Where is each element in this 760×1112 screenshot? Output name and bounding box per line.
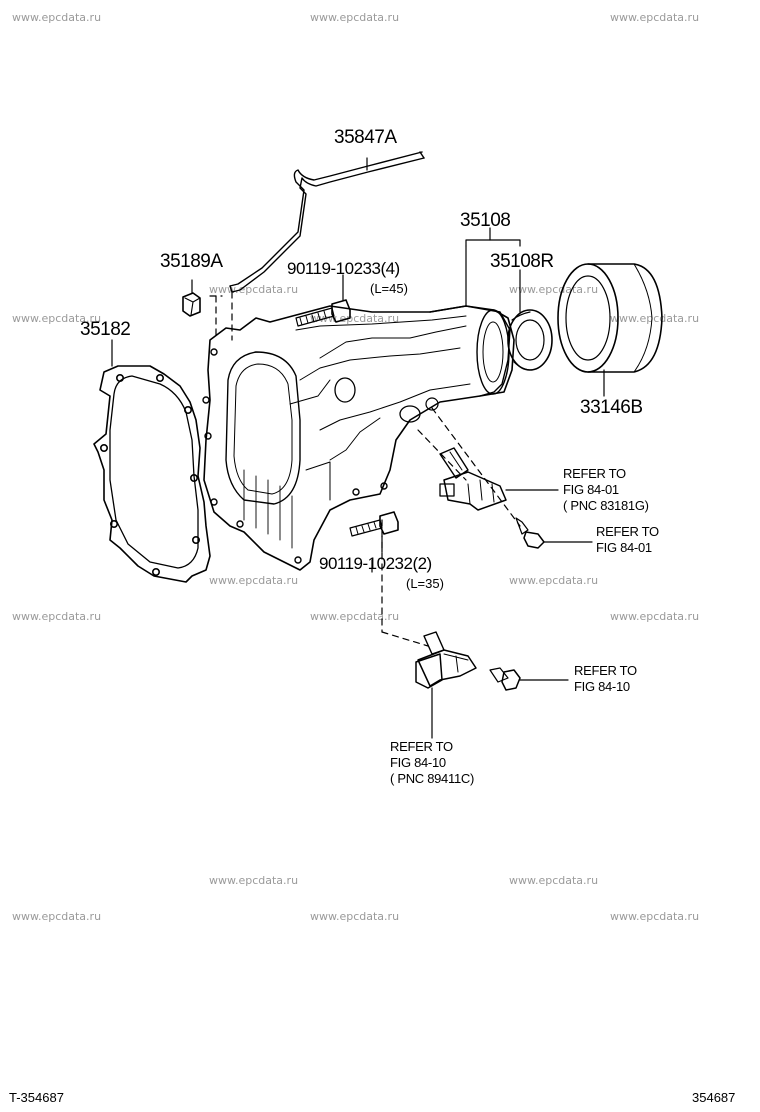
bolt-lower-sensor — [489, 667, 569, 691]
watermark: www.epcdata.ru — [610, 312, 700, 325]
refer-line: REFER TO — [596, 524, 659, 539]
speed-sensor-upper — [439, 447, 559, 511]
watermark: www.epcdata.ru — [310, 11, 400, 24]
watermark: www.epcdata.ru — [310, 910, 400, 923]
part-label-35108R: 35108R — [490, 251, 554, 272]
refer-line: REFER TO — [390, 739, 453, 754]
part-label-35847A: 35847A — [334, 127, 397, 148]
extension-housing — [202, 227, 521, 571]
refer-line: FIG 84-10 — [390, 755, 446, 770]
part-label-35182: 35182 — [80, 319, 131, 340]
watermark: www.epcdata.ru — [209, 574, 299, 587]
refer-note-fig-84-10: REFER TO FIG 84-10 — [574, 663, 637, 695]
refer-note-fig-84-01-pnc: REFER TO FIG 84-01 ( PNC 83181G) — [563, 466, 649, 514]
speed-sensor-lower — [415, 631, 477, 739]
part-label-35108: 35108 — [460, 210, 511, 231]
oil-seal-35108R — [507, 269, 553, 371]
part-label-90119-10233: 90119-10233(4) — [287, 259, 400, 278]
refer-note-fig-84-10-pnc: REFER TO FIG 84-10 ( PNC 89411C) — [390, 739, 474, 787]
part-label-35189A: 35189A — [160, 251, 223, 272]
refer-line: ( PNC 89411C) — [390, 771, 475, 786]
dashed-leader-lines — [209, 291, 521, 647]
refer-line: ( PNC 83181G) — [563, 498, 649, 513]
part-label-33146B: 33146B — [580, 397, 643, 418]
watermark: www.epcdata.ru — [12, 312, 102, 325]
illustration-id-right: 354687 — [692, 1090, 736, 1105]
plug-35189A — [182, 279, 201, 317]
illustration-id-left: T-354687 — [9, 1090, 64, 1105]
watermark: www.epcdata.ru — [310, 610, 400, 623]
refer-line: REFER TO — [574, 663, 637, 678]
watermark: www.epcdata.ru — [610, 910, 700, 923]
bolt-upper-sensor — [515, 517, 593, 549]
watermark: www.epcdata.ru — [209, 874, 299, 887]
watermark: www.epcdata.ru — [509, 283, 599, 296]
watermark: www.epcdata.ru — [509, 574, 599, 587]
refer-note-fig-84-01: REFER TO FIG 84-01 — [596, 524, 659, 556]
watermark: www.epcdata.ru — [12, 610, 102, 623]
bolt-90119-10232 — [349, 511, 399, 553]
refer-line: FIG 84-01 — [563, 482, 619, 497]
gasket-35182 — [93, 339, 211, 583]
watermark: www.epcdata.ru — [509, 874, 599, 887]
watermark: www.epcdata.ru — [12, 910, 102, 923]
bolt-90119-10233 — [295, 274, 351, 327]
refer-line: REFER TO — [563, 466, 626, 481]
part-label-90119-10232: 90119-10232(2) — [319, 554, 432, 573]
watermark: www.epcdata.ru — [12, 11, 102, 24]
breather-tube-35847A — [229, 151, 425, 293]
watermark: www.epcdata.ru — [610, 610, 700, 623]
refer-line: FIG 84-10 — [574, 679, 630, 694]
dust-cover-33146B — [557, 263, 663, 397]
watermark: www.epcdata.ru — [610, 11, 700, 24]
part-note-length-45: (L=45) — [370, 281, 408, 296]
part-note-length-35: (L=35) — [406, 576, 444, 591]
refer-line: FIG 84-01 — [596, 540, 652, 555]
